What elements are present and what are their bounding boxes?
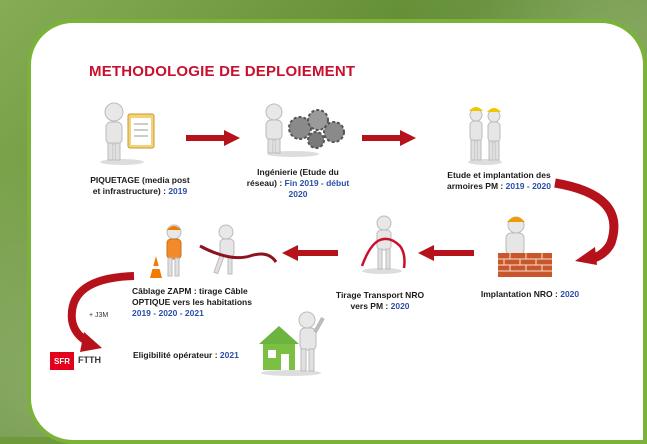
- workers-figure-icon: [468, 107, 502, 165]
- arrow-left-icon-1: [418, 245, 474, 261]
- step-text: Tirage Transport NRO vers PM :: [335, 290, 425, 311]
- step-text: Ingénierie (Etude du réseau) :: [246, 167, 339, 188]
- step-text: Eligibilité opérateur :: [133, 350, 218, 360]
- page-title: METHODOLOGIE DE DEPLOIEMENT: [89, 63, 356, 80]
- ftth-label: FTTH: [78, 355, 101, 365]
- gears-figure-icon: [265, 103, 345, 157]
- step-label-ingenierie: Ingénierie (Etude du réseau) : Fin 2019 …: [246, 167, 350, 200]
- step-year: 2019 - 2020: [505, 181, 551, 191]
- step-text: Implantation NRO :: [480, 289, 558, 299]
- step-year: 2020: [390, 301, 410, 311]
- step-label-armoires: Etude et implantation des armoires PM : …: [436, 170, 562, 192]
- step-text: PIQUETAGE (media post et infrastructure)…: [90, 175, 190, 196]
- step-year: Fin 2019 - début 2020: [284, 178, 350, 199]
- step-label-piquetage: PIQUETAGE (media post et infrastructure)…: [88, 175, 192, 197]
- step-year: 2021: [219, 350, 239, 360]
- cabling-figure-icon: [150, 224, 278, 278]
- step-year: 2020: [560, 289, 580, 299]
- j3m-label: + J3M: [89, 312, 109, 319]
- step-year: 2019 - 2020 - 2021: [132, 308, 204, 318]
- bricklayer-figure-icon: [498, 216, 552, 277]
- step-label-eligibilite: Eligibilité opérateur : 2021: [133, 350, 263, 361]
- step-text: Etude et implantation des armoires PM :: [447, 170, 551, 191]
- clipboard-figure-icon: [100, 102, 155, 165]
- house-figure-icon: [259, 311, 325, 376]
- step-label-transport: Tirage Transport NRO vers PM : 2020: [328, 290, 432, 312]
- curved-arrow-left-icon: [67, 272, 135, 352]
- sfr-logo: SFR: [50, 352, 74, 370]
- step-text: Câblage ZAPM : tirage Câble OPTIQUE vers…: [132, 286, 252, 307]
- cable-puller-figure-icon: [360, 215, 406, 274]
- arrow-left-icon-2: [282, 245, 338, 261]
- step-year: 2019: [168, 186, 188, 196]
- step-label-nro: Implantation NRO : 2020: [470, 289, 590, 300]
- curved-arrow-right-icon: [554, 178, 619, 265]
- arrow-right-icon-1: [186, 130, 240, 146]
- arrow-right-icon-2: [362, 130, 416, 146]
- step-label-cablage: Câblage ZAPM : tirage Câble OPTIQUE vers…: [132, 286, 282, 319]
- slide-card: [27, 19, 647, 444]
